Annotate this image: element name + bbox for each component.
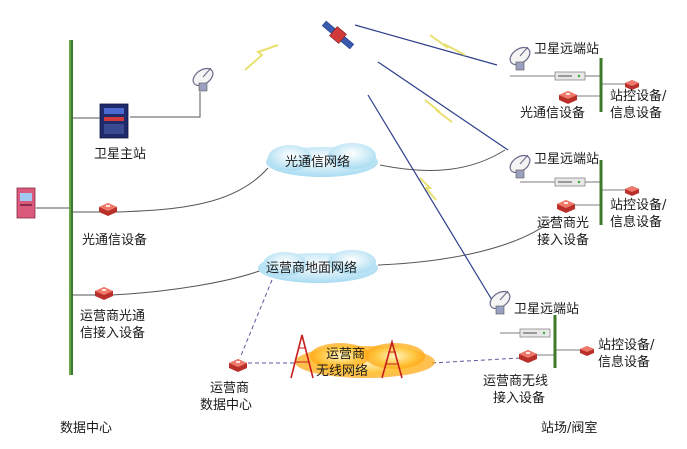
label-carrier-dc-line1: 运营商 [210,381,249,396]
satellite-master-rack-icon [99,103,129,139]
remote-dish-icon [506,43,534,71]
tower-icon [290,334,314,379]
optical-network-cloud [266,143,378,177]
remote-dish-icon [506,151,534,179]
label-control-2b: 信息设备 [610,214,662,230]
lightning-icon [419,177,437,201]
label-datacenter: 数据中心 [60,421,112,436]
carrier-datacenter-router-icon [229,359,247,372]
remote-dish-icon [486,287,514,315]
link-ground-right [377,217,556,266]
label-control-3a: 站控设备/ [598,337,655,353]
hub-dish-icon [189,64,217,92]
link-optical-left [115,167,269,213]
label-control-2a: 站控设备/ [610,197,667,213]
label-site2-access-line2: 接入设备 [537,232,589,248]
beam-sat-site2 [377,61,509,151]
label-carrier-dc-line2: 数据中心 [200,398,252,413]
site3-access-router-icon [519,350,537,363]
site3-modem-icon [519,328,551,338]
site1-modem-icon [554,71,586,81]
lightning-icon [424,99,453,123]
label-control-1a: 站控设备/ [610,88,667,104]
tower-icon [381,339,403,379]
link-master-to-dish [130,92,201,118]
lightning-icon [244,44,279,71]
label-remote-station-3: 卫星远端站 [514,302,579,317]
label-site3-access-line2: 接入设备 [493,390,545,406]
label-satellite-master: 卫星主站 [94,147,146,162]
lightning-icon [429,34,466,56]
server-icon [16,187,36,219]
label-remote-station-1: 卫星远端站 [534,42,599,57]
label-control-3b: 信息设备 [598,354,650,370]
label-remote-station-2: 卫星远端站 [534,152,599,167]
beam-sat-site3 [367,94,493,301]
label-site1-optical: 光通信设备 [520,105,585,121]
link-ground-left [111,269,263,296]
label-site3-access-line1: 运营商无线 [483,374,548,389]
site2-modem-icon [554,177,586,187]
satellite-icon [321,20,355,50]
label-site2-access-line1: 运营商光 [537,216,589,231]
label-carrier-access-line2: 信接入设备 [80,325,145,341]
label-optical-device: 光通信设备 [82,232,147,248]
site1-optical-router-icon [559,91,577,104]
carrier-ground-network-cloud [258,250,378,283]
label-carrier-wireless-line2: 无线网络 [316,363,368,379]
site2-access-router-icon [557,200,575,213]
beam-sat-site1 [354,24,498,66]
label-control-1b: 信息设备 [610,105,662,121]
lightning-bolts [244,34,466,201]
optical-device-router-icon [99,203,117,216]
link-wireless-site3 [431,357,521,364]
carrier-access-router-icon [95,287,113,300]
links [36,24,625,364]
site2-control-device-icon [625,186,639,196]
label-carrier-wireless-line1: 运营商 [326,347,365,362]
site3-control-device-icon [580,346,594,356]
link-optical-right [379,149,506,171]
label-station-valve: 站场/阀室 [541,420,597,436]
label-carrier-ground-network: 运营商地面网络 [266,260,357,276]
link-ground-to-carrier-dc [239,279,273,359]
label-carrier-access-line1: 运营商光通 [80,309,145,324]
label-optical-network: 光通信网络 [285,154,350,170]
